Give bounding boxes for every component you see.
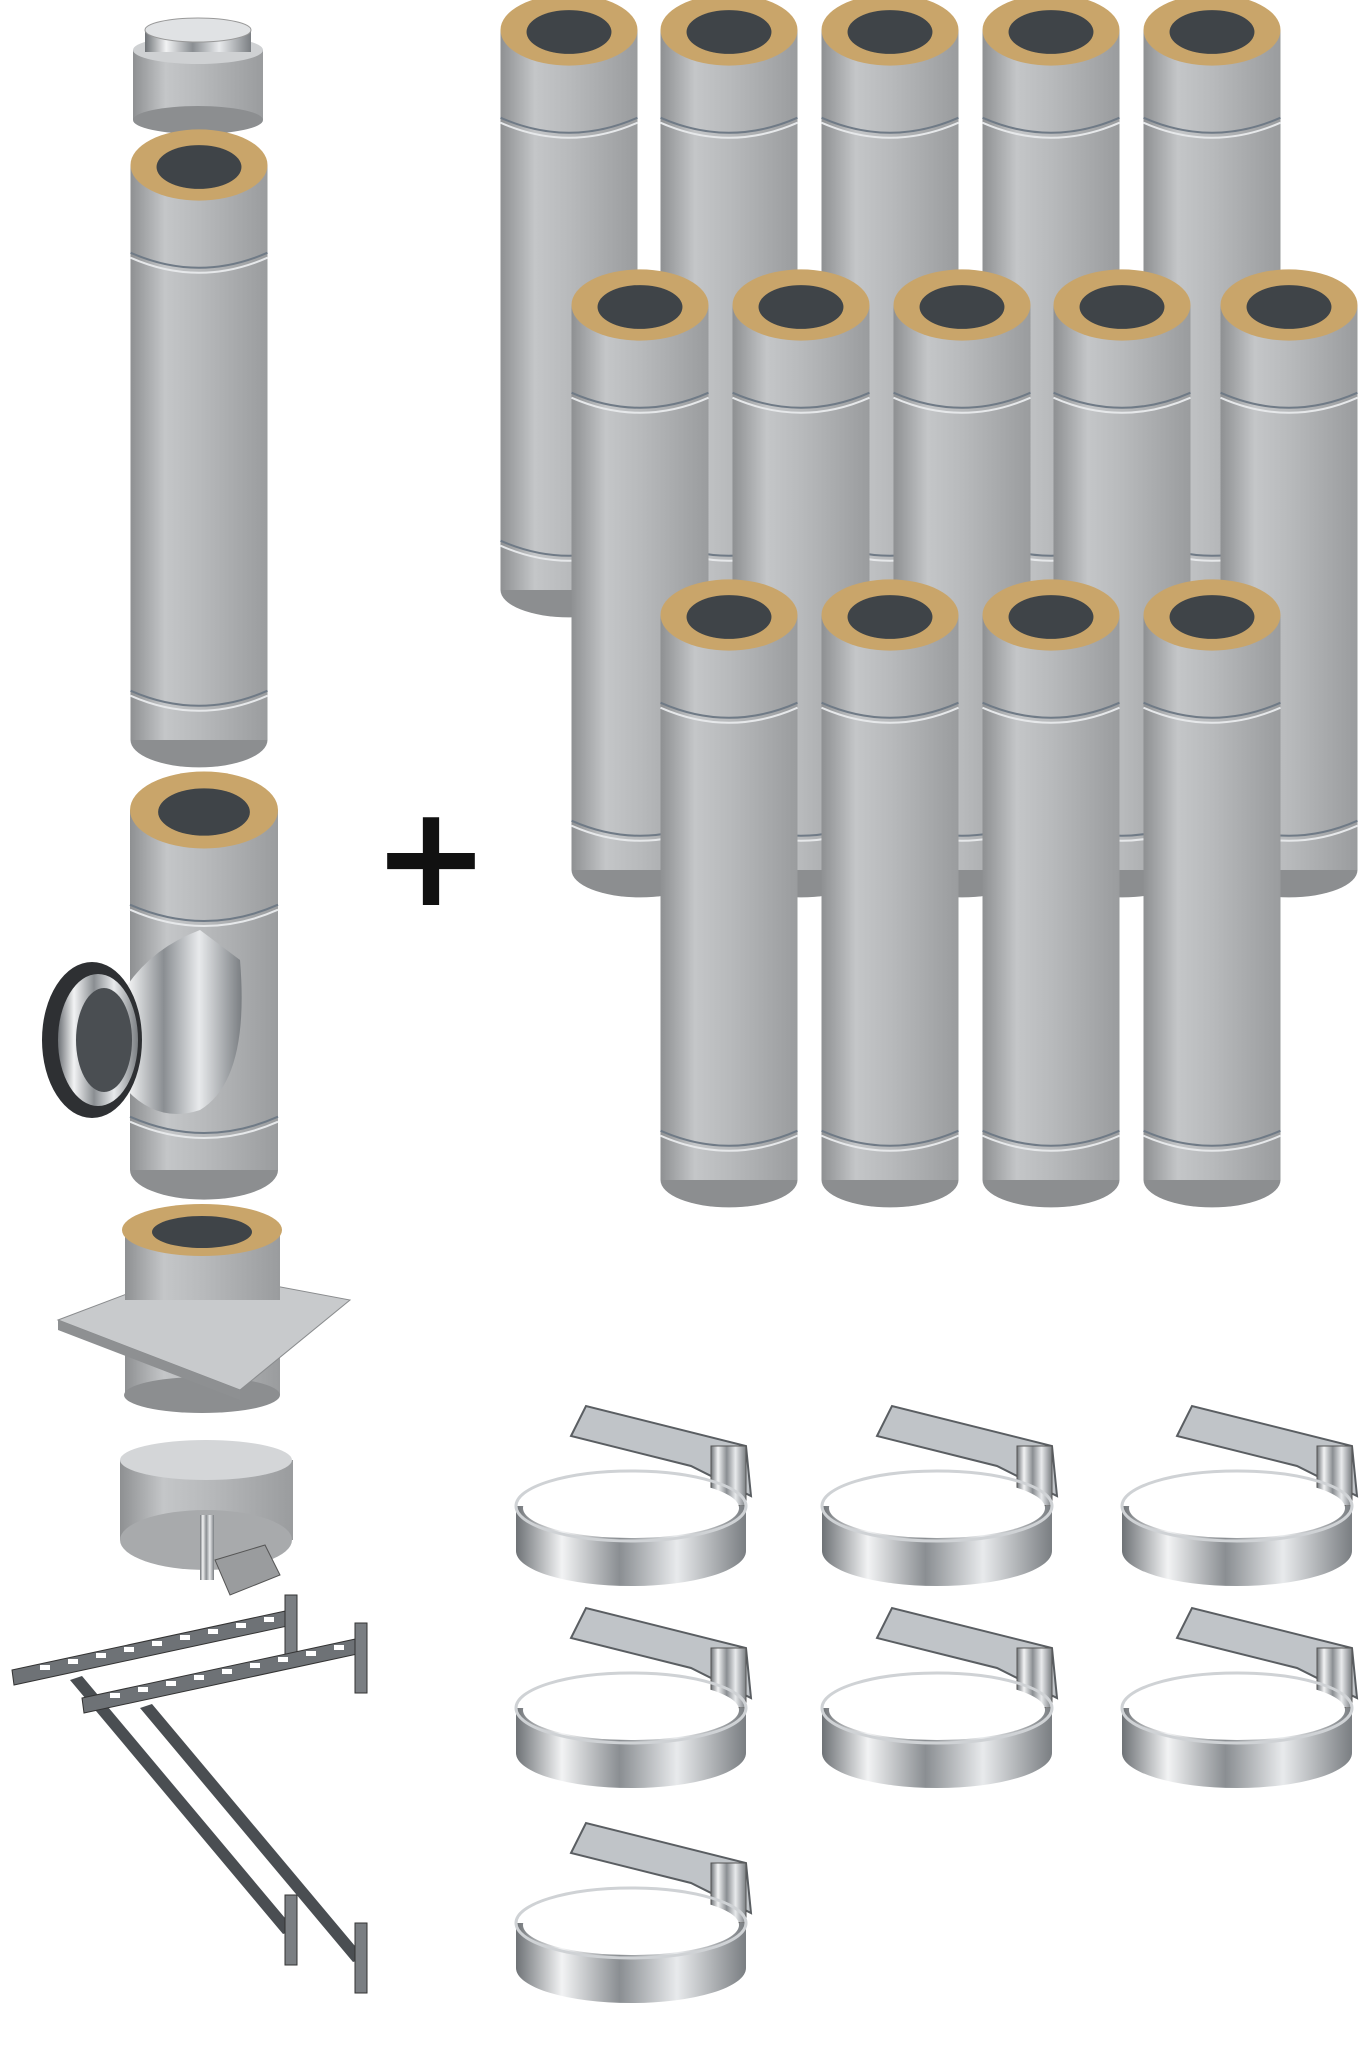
top-cap <box>133 17 263 134</box>
support-plate <box>56 1204 352 1413</box>
tee-pipe <box>42 771 279 1200</box>
straight-pipe-1m <box>130 129 268 768</box>
wall-clamp <box>514 1606 753 1788</box>
wall-clamp <box>820 1404 1059 1586</box>
wall-clamp <box>514 1404 753 1586</box>
wall-brackets <box>11 1594 368 1994</box>
wall-clamps-group <box>514 1404 1359 2003</box>
straight-pipes-group <box>500 0 1358 1208</box>
straight-pipe <box>1143 579 1281 1208</box>
straight-pipe <box>982 579 1120 1208</box>
straight-pipe <box>660 579 798 1208</box>
straight-pipe <box>821 579 959 1208</box>
wall-clamp <box>1120 1606 1359 1788</box>
fittings-column <box>11 17 368 1994</box>
drain-spout <box>200 1515 214 1580</box>
plus-sign: + <box>372 776 489 939</box>
condensate-cap <box>120 1440 293 1596</box>
wall-clamp <box>1120 1404 1359 1586</box>
wall-clamp <box>820 1606 1059 1788</box>
wall-clamp <box>514 1821 753 2003</box>
